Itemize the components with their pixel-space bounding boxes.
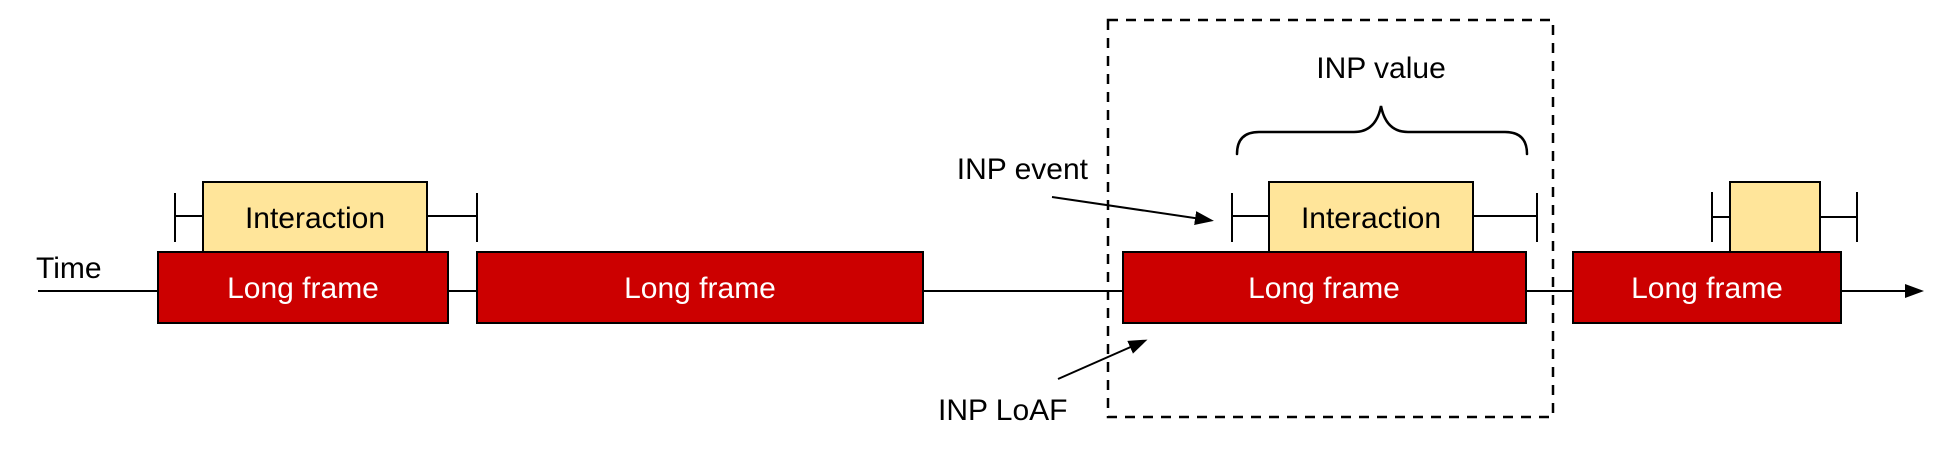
inp-event-label: INP event [957, 153, 1089, 186]
time-axis-label: Time [36, 252, 102, 285]
long-frame-label: Long frame [227, 272, 379, 305]
inp-loaf-dashed-region [1106, 18, 1555, 419]
interaction-label: Interaction [245, 202, 385, 235]
interaction-2-inp: Interaction [1231, 181, 1538, 253]
interaction-box [202, 181, 428, 253]
interaction-box [1268, 181, 1474, 253]
long-frame-label: Long frame [624, 272, 776, 305]
inp-loaf-arrow [1057, 339, 1148, 380]
long-frame-4: Long frame [1572, 251, 1842, 324]
long-frame-box [1572, 251, 1842, 324]
inp-value-brace [1235, 105, 1529, 156]
long-frame-2: Long frame [476, 251, 924, 324]
interaction-1: Interaction [174, 181, 478, 253]
long-frame-box [476, 251, 924, 324]
interaction-box [1729, 181, 1821, 253]
long-frame-1: Long frame [157, 251, 449, 324]
long-frame-label: Long frame [1631, 272, 1783, 305]
interaction-label: Interaction [1301, 202, 1441, 235]
long-frame-box [157, 251, 449, 324]
long-frame-label: Long frame [1248, 272, 1400, 305]
interaction-3 [1711, 181, 1858, 253]
inp-loaf-label: INP LoAF [938, 394, 1068, 427]
inp-event-arrow [1051, 196, 1214, 226]
long-frame-3: Long frame [1122, 251, 1527, 324]
long-frame-box [1122, 251, 1527, 324]
inp-value-label: INP value [1316, 52, 1446, 85]
